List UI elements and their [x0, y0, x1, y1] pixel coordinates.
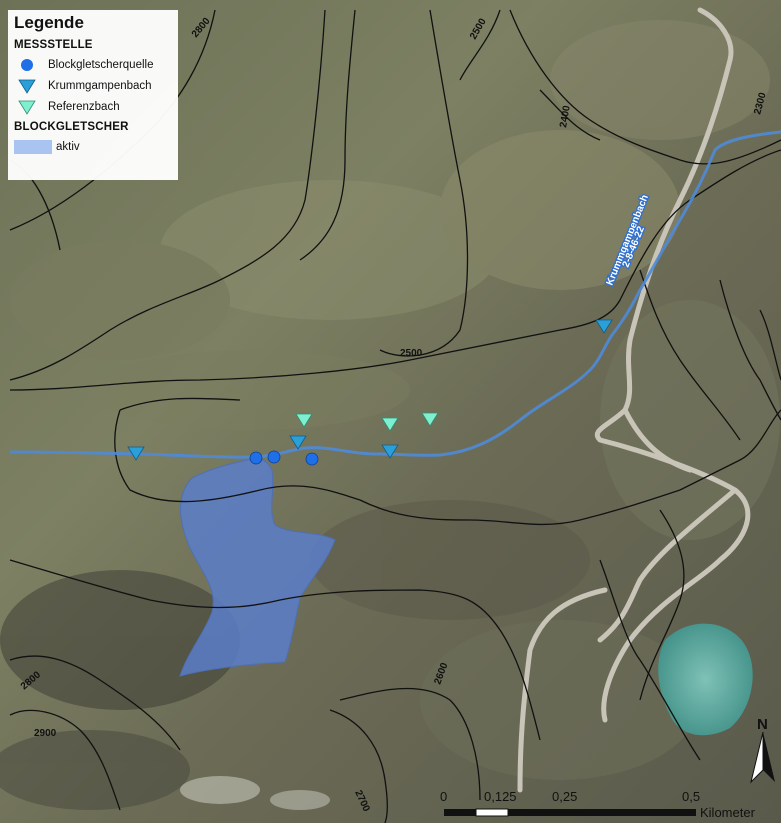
contour-lines — [9, 9, 781, 824]
blockgletscherquelle-point[interactable] — [267, 450, 281, 464]
north-label: N — [757, 716, 768, 733]
legend-item-label: aktiv — [56, 140, 80, 153]
legend-item: aktiv — [14, 136, 172, 157]
legend-panel: Legende MESSSTELLE Blockgletscherquelle … — [8, 10, 178, 180]
rock-glacier-active[interactable] — [179, 457, 336, 677]
scale-bar: 0 0,125 0,25 0,5 Kilometer — [440, 789, 781, 823]
legend-item-label: Krummgampenbach — [48, 79, 152, 92]
krummgampenbach-point[interactable] — [595, 319, 613, 334]
triangle-down-icon — [14, 99, 40, 115]
blockgletscherquelle-point[interactable] — [305, 452, 319, 466]
legend-title: Legende — [14, 13, 84, 32]
blockgletscherquelle-point[interactable] — [249, 451, 263, 465]
contour-label: 2400 — [558, 104, 573, 128]
legend-item-label: Blockgletscherquelle — [48, 58, 154, 71]
legend-item: Blockgletscherquelle — [14, 54, 172, 75]
krummgampenbach-point[interactable] — [289, 435, 307, 450]
referenzbach-point[interactable] — [421, 412, 439, 427]
referenzbach-point[interactable] — [295, 413, 313, 428]
aktiv-swatch — [14, 139, 52, 154]
triangle-down-icon — [14, 78, 40, 94]
scale-tick-label: 0 — [440, 789, 448, 804]
scale-unit: Kilometer — [700, 805, 755, 820]
lake — [658, 623, 753, 736]
scale-tick-label: 0,25 — [552, 789, 578, 804]
contour-label: 2900 — [34, 728, 57, 739]
scale-tick-label: 0,5 — [682, 789, 701, 804]
legend-item-label: Referenzbach — [48, 100, 120, 113]
north-arrow-icon — [750, 732, 775, 784]
legend-section-messstelle: MESSSTELLE — [14, 39, 93, 51]
referenzbach-point[interactable] — [381, 417, 399, 432]
contour-label: 2500 — [400, 348, 423, 359]
legend-item: Krummgampenbach — [14, 75, 172, 96]
snow-patches — [180, 776, 330, 810]
measurement-points[interactable] — [127, 319, 613, 466]
scale-bar-graphic — [444, 808, 696, 817]
stream-line — [9, 130, 781, 459]
krummgampenbach-point[interactable] — [381, 444, 399, 459]
legend-section-blockgletscher: BLOCKGLETSCHER — [14, 121, 129, 133]
legend-item: Referenzbach — [14, 96, 172, 117]
scale-tick-label: 0,125 — [484, 789, 517, 804]
north-arrow: N — [748, 716, 778, 788]
krummgampenbach-point[interactable] — [127, 446, 145, 461]
circle-icon — [14, 58, 40, 72]
